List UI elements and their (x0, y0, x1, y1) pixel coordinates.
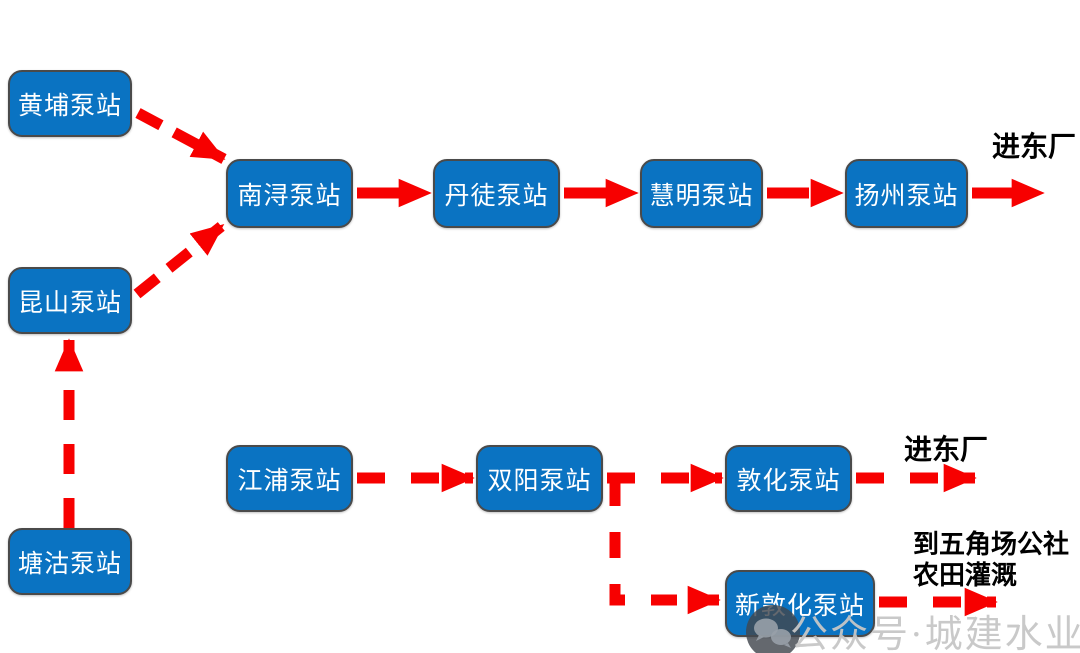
node-kunshan-pump-station: 昆山泵站 (8, 267, 132, 334)
node-tanggu-pump-station: 塘沽泵站 (8, 528, 132, 595)
node-nanxun-pump-station: 南浔泵站 (226, 159, 353, 228)
annotation-east-plant-mid: 进东厂 (904, 435, 989, 466)
node-huiming-pump-station: 慧明泵站 (640, 159, 763, 228)
arrow-kunshan-to-nanxun (133, 220, 227, 299)
node-jiangpu-pump-station: 江浦泵站 (226, 445, 353, 512)
node-dunhua-pump-station: 敦化泵站 (725, 445, 852, 512)
annotation-wujiaochang-line1: 到五角场公社 (913, 530, 1070, 559)
wechat-icon (746, 605, 800, 653)
node-label: 敦化泵站 (736, 467, 841, 495)
node-label: 塘沽泵站 (17, 550, 122, 578)
node-label: 扬州泵站 (854, 182, 959, 210)
annotation-wujiaochang-line2: 农田灌溉 (913, 561, 1018, 590)
annotation-east-plant-top: 进东厂 (992, 132, 1077, 163)
node-label: 黄埔泵站 (17, 92, 122, 120)
node-yangzhou-pump-station: 扬州泵站 (845, 159, 968, 228)
arrow-shuangyang-to-xindunhua (609, 480, 721, 615)
arrow-huangpu-to-nanxun (135, 108, 227, 164)
node-label: 双阳泵站 (487, 467, 592, 495)
node-huangpu-pump-station: 黄埔泵站 (8, 70, 132, 137)
node-label: 丹徒泵站 (444, 182, 549, 210)
node-shuangyang-pump-station: 双阳泵站 (476, 445, 603, 512)
watermark-text: 公众号·城建水业 (790, 614, 1080, 653)
node-label: 江浦泵站 (237, 467, 342, 495)
node-label: 慧明泵站 (649, 182, 754, 210)
node-label: 南浔泵站 (237, 182, 342, 210)
annotation-wujiaochang: 到五角场公社 农田灌溉 (913, 529, 1069, 591)
node-label: 昆山泵站 (17, 289, 122, 317)
node-dantu-pump-station: 丹徒泵站 (433, 159, 560, 228)
